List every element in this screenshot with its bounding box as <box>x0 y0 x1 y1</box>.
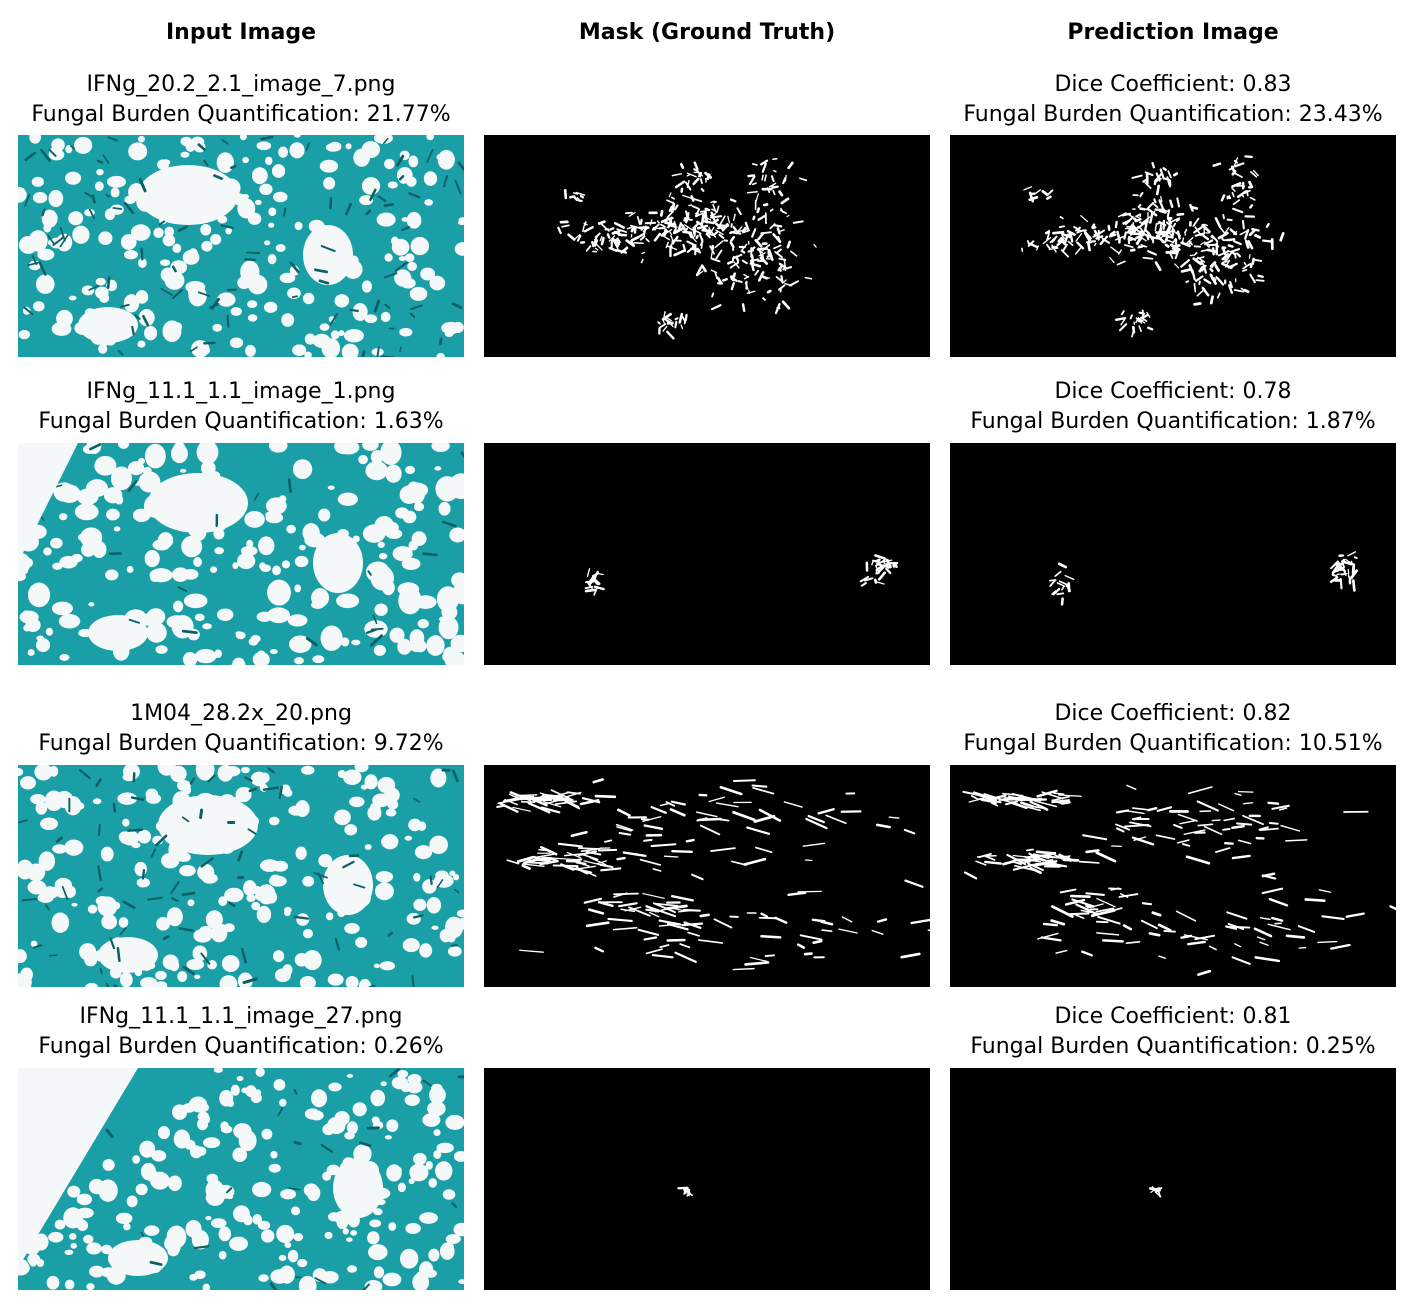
prediction-burden: Fungal Burden Quantification: 1.87% <box>970 409 1376 434</box>
input-image <box>18 443 464 665</box>
dice-coefficient: Dice Coefficient: 0.82 <box>1054 701 1292 726</box>
prediction-burden: Fungal Burden Quantification: 23.43% <box>963 102 1383 127</box>
input-burden: Fungal Burden Quantification: 9.72% <box>38 731 444 756</box>
prediction-mask <box>950 443 1396 665</box>
input-burden: Fungal Burden Quantification: 0.26% <box>38 1034 444 1059</box>
input-filename: IFNg_11.1_1.1_image_27.png <box>79 1004 403 1029</box>
input-filename: IFNg_20.2_2.1_image_7.png <box>86 72 396 97</box>
prediction-burden: Fungal Burden Quantification: 10.51% <box>963 731 1383 756</box>
prediction-mask <box>950 1068 1396 1290</box>
ground-truth-mask <box>484 443 930 665</box>
input-burden: Fungal Burden Quantification: 1.63% <box>38 409 444 434</box>
input-image <box>18 1068 464 1290</box>
header-input: Input Image <box>165 20 317 45</box>
dice-coefficient: Dice Coefficient: 0.81 <box>1054 1004 1292 1029</box>
input-image <box>18 765 464 987</box>
input-burden: Fungal Burden Quantification: 21.77% <box>31 102 451 127</box>
prediction-mask <box>950 765 1396 987</box>
input-filename: IFNg_11.1_1.1_image_1.png <box>86 379 396 404</box>
input-image <box>18 135 464 357</box>
prediction-mask <box>950 135 1396 357</box>
header-mask: Mask (Ground Truth) <box>578 20 836 45</box>
dice-coefficient: Dice Coefficient: 0.83 <box>1054 72 1292 97</box>
header-prediction: Prediction Image <box>1067 20 1279 45</box>
ground-truth-mask <box>484 1068 930 1290</box>
ground-truth-mask <box>484 765 930 987</box>
dice-coefficient: Dice Coefficient: 0.78 <box>1054 379 1292 404</box>
ground-truth-mask <box>484 135 930 357</box>
input-filename: 1M04_28.2x_20.png <box>130 701 352 726</box>
prediction-burden: Fungal Burden Quantification: 0.25% <box>970 1034 1376 1059</box>
